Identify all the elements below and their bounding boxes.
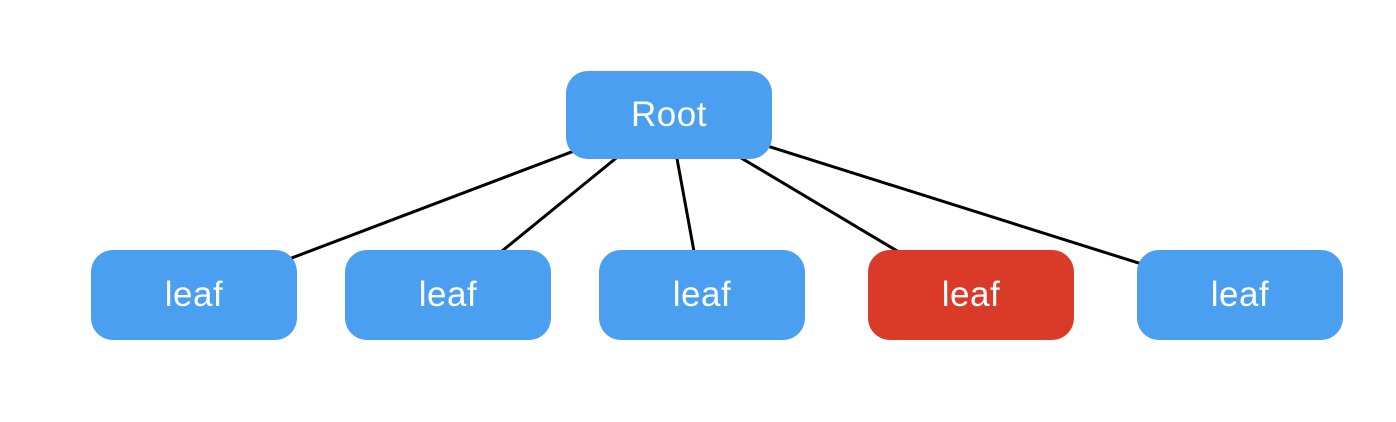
leaf-node-1-label: leaf bbox=[164, 275, 224, 314]
leaf-node-5[interactable]: leaf bbox=[1137, 250, 1343, 340]
leaf-node-5-label: leaf bbox=[1210, 275, 1270, 314]
leaf-node-4-highlighted[interactable]: leaf bbox=[868, 250, 1074, 340]
root-node[interactable]: Root bbox=[566, 71, 772, 159]
leaf-node-3-label: leaf bbox=[672, 275, 732, 314]
leaf-node-2-label: leaf bbox=[418, 275, 478, 314]
root-node-label: Root bbox=[631, 95, 707, 134]
leaf-node-4-label: leaf bbox=[941, 275, 1001, 314]
leaf-node-3[interactable]: leaf bbox=[599, 250, 805, 340]
leaf-node-1[interactable]: leaf bbox=[91, 250, 297, 340]
leaf-node-2[interactable]: leaf bbox=[345, 250, 551, 340]
